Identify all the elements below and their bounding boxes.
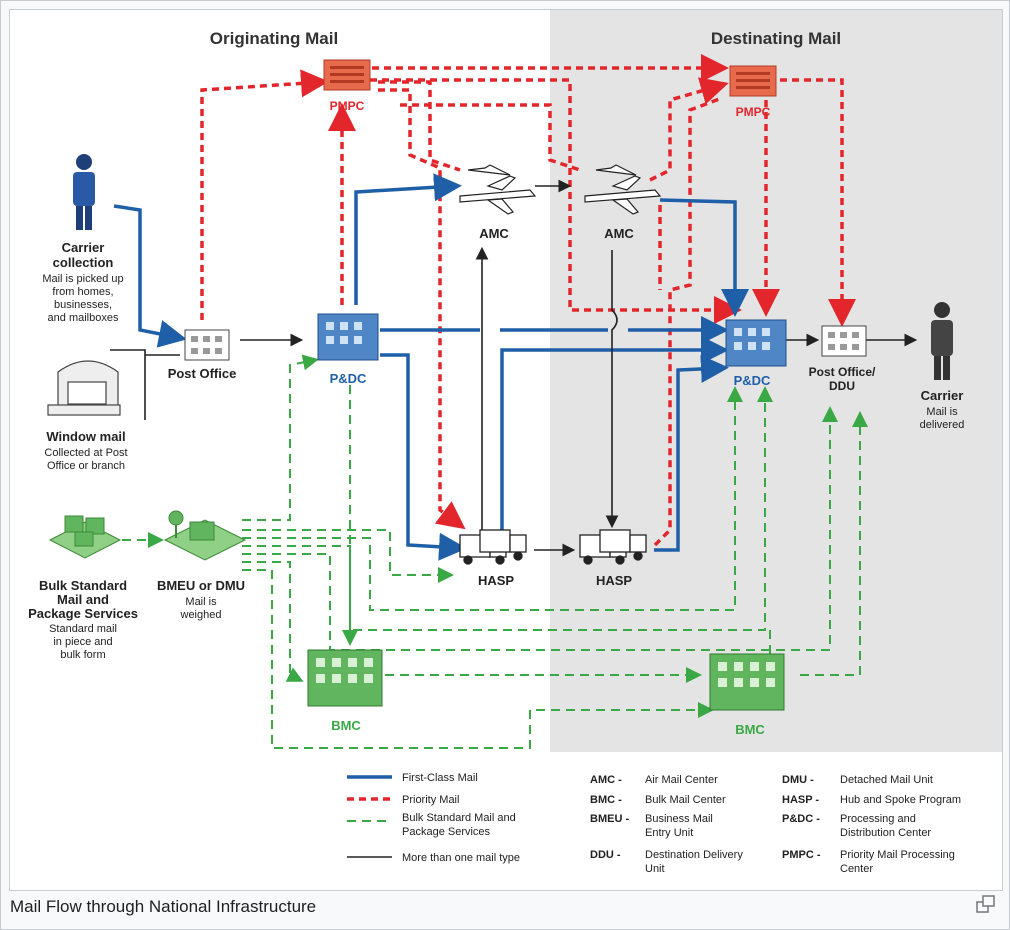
carrier-collection-title-2: collection xyxy=(53,255,114,270)
diagram-canvas: Originating Mail Destinating Mail xyxy=(28,10,1002,875)
abbr-bmeu: BMEU - xyxy=(590,813,629,825)
window-mail-title: Window mail xyxy=(46,429,125,444)
airplane-icon xyxy=(584,164,662,215)
abbreviations: AMC - Air Mail Center BMC - Bulk Mail Ce… xyxy=(590,774,961,875)
abbr-bmc-desc: Bulk Mail Center xyxy=(645,794,726,806)
pdc-right-icon xyxy=(725,319,787,367)
abbr-pmpc: PMPC - xyxy=(782,849,821,861)
post-office-ddu-icon xyxy=(821,325,867,357)
carrier-title: Carrier xyxy=(921,388,964,403)
post-office-icon xyxy=(184,329,230,361)
bmc-left-icon xyxy=(307,649,383,707)
abbr-bmc: BMC - xyxy=(590,794,622,806)
priority-mail-paths xyxy=(200,54,856,547)
bulk-standard-desc-2: in piece and xyxy=(53,636,112,648)
pmpc-left-icon xyxy=(323,59,371,91)
bmc-right-icon xyxy=(709,653,785,711)
abbr-bmeu-desc-2: Entry Unit xyxy=(645,827,693,839)
window-mail-desc-1: Collected at Post xyxy=(44,447,127,459)
abbr-pdc: P&DC - xyxy=(782,813,820,825)
abbr-dmu-desc: Detached Mail Unit xyxy=(840,774,933,786)
pdc-left-label: P&DC xyxy=(330,371,367,386)
bmeu-icon xyxy=(163,510,247,561)
post-office-ddu-label-1: Post Office/ xyxy=(809,365,876,379)
header-originating: Originating Mail xyxy=(210,29,338,48)
figure-caption: Mail Flow through National Infrastructur… xyxy=(10,897,317,916)
bmc-right-label: BMC xyxy=(735,722,765,737)
bmeu-desc-2: weighed xyxy=(180,609,222,621)
abbr-amc-desc: Air Mail Center xyxy=(645,774,718,786)
carrier-desc-1: Mail is xyxy=(926,406,958,418)
destinating-region xyxy=(550,10,1002,752)
post-office-label: Post Office xyxy=(168,366,237,381)
abbr-hasp-desc: Hub and Spoke Program xyxy=(840,794,961,806)
hasp-left-label: HASP xyxy=(478,573,514,588)
carrier-collection-desc-2: from homes, xyxy=(52,286,113,298)
abbr-bmeu-desc-1: Business Mail xyxy=(645,813,713,825)
carrier-collection-desc-3: businesses, xyxy=(54,299,112,311)
legend-bulk-1: Bulk Standard Mail and xyxy=(402,812,516,824)
bmeu-desc-1: Mail is xyxy=(185,596,217,608)
bmc-left-label: BMC xyxy=(331,718,361,733)
abbr-ddu-desc-2: Unit xyxy=(645,863,665,875)
bulk-standard-title-3: Package Services xyxy=(28,606,138,621)
carrier-collection-desc-4: and mailboxes xyxy=(48,312,119,324)
truck-icon xyxy=(459,529,527,565)
header-destinating: Destinating Mail xyxy=(711,29,841,48)
bulk-standard-desc-3: bulk form xyxy=(60,649,105,661)
mail-flow-diagram[interactable]: Originating Mail Destinating Mail xyxy=(9,9,1003,891)
abbr-pdc-desc-2: Distribution Center xyxy=(840,827,931,839)
carrier-desc-2: delivered xyxy=(920,419,965,431)
pdc-left-icon xyxy=(317,313,379,361)
post-office-ddu-label-2: DDU xyxy=(829,379,855,393)
pdc-right-label: P&DC xyxy=(734,373,771,388)
abbr-hasp: HASP - xyxy=(782,794,819,806)
bulk-mail-icon xyxy=(48,515,122,559)
first-class-paths xyxy=(113,173,749,561)
abbr-pmpc-desc-1: Priority Mail Processing xyxy=(840,849,955,861)
amc-left-label: AMC xyxy=(479,226,509,241)
legend-first-class: First-Class Mail xyxy=(402,772,478,784)
carrier-collection-icon xyxy=(73,154,95,230)
legend: First-Class Mail Priority Mail Bulk Stan… xyxy=(347,772,520,864)
abbr-amc: AMC - xyxy=(590,774,622,786)
bulk-standard-title-2: Mail and xyxy=(57,592,109,607)
truck-icon xyxy=(579,529,647,565)
hasp-right-label: HASP xyxy=(596,573,632,588)
abbr-ddu: DDU - xyxy=(590,849,621,861)
legend-bulk-2: Package Services xyxy=(402,826,491,838)
enlarge-icon[interactable] xyxy=(975,893,997,915)
abbr-pdc-desc-1: Processing and xyxy=(840,813,916,825)
carrier-collection-title-1: Carrier xyxy=(62,240,105,255)
bulk-standard-title-1: Bulk Standard xyxy=(39,578,127,593)
window-mail-icon xyxy=(47,360,121,416)
multi-type-paths xyxy=(110,179,918,557)
amc-right-label: AMC xyxy=(604,226,634,241)
bulk-standard-desc-1: Standard mail xyxy=(49,623,117,635)
bmeu-title: BMEU or DMU xyxy=(157,578,245,593)
airplane-icon xyxy=(459,164,537,215)
carrier-collection-desc-1: Mail is picked up xyxy=(42,273,123,285)
carrier-icon xyxy=(931,302,953,380)
legend-priority: Priority Mail xyxy=(402,794,459,806)
pmpc-right-label: PMPC xyxy=(736,105,771,119)
abbr-dmu: DMU - xyxy=(782,774,814,786)
abbr-pmpc-desc-2: Center xyxy=(840,863,873,875)
window-mail-desc-2: Office or branch xyxy=(47,460,125,472)
legend-multi: More than one mail type xyxy=(402,852,520,864)
pmpc-right-icon xyxy=(729,65,777,97)
pmpc-left-label: PMPC xyxy=(330,99,365,113)
abbr-ddu-desc-1: Destination Delivery xyxy=(645,849,743,861)
